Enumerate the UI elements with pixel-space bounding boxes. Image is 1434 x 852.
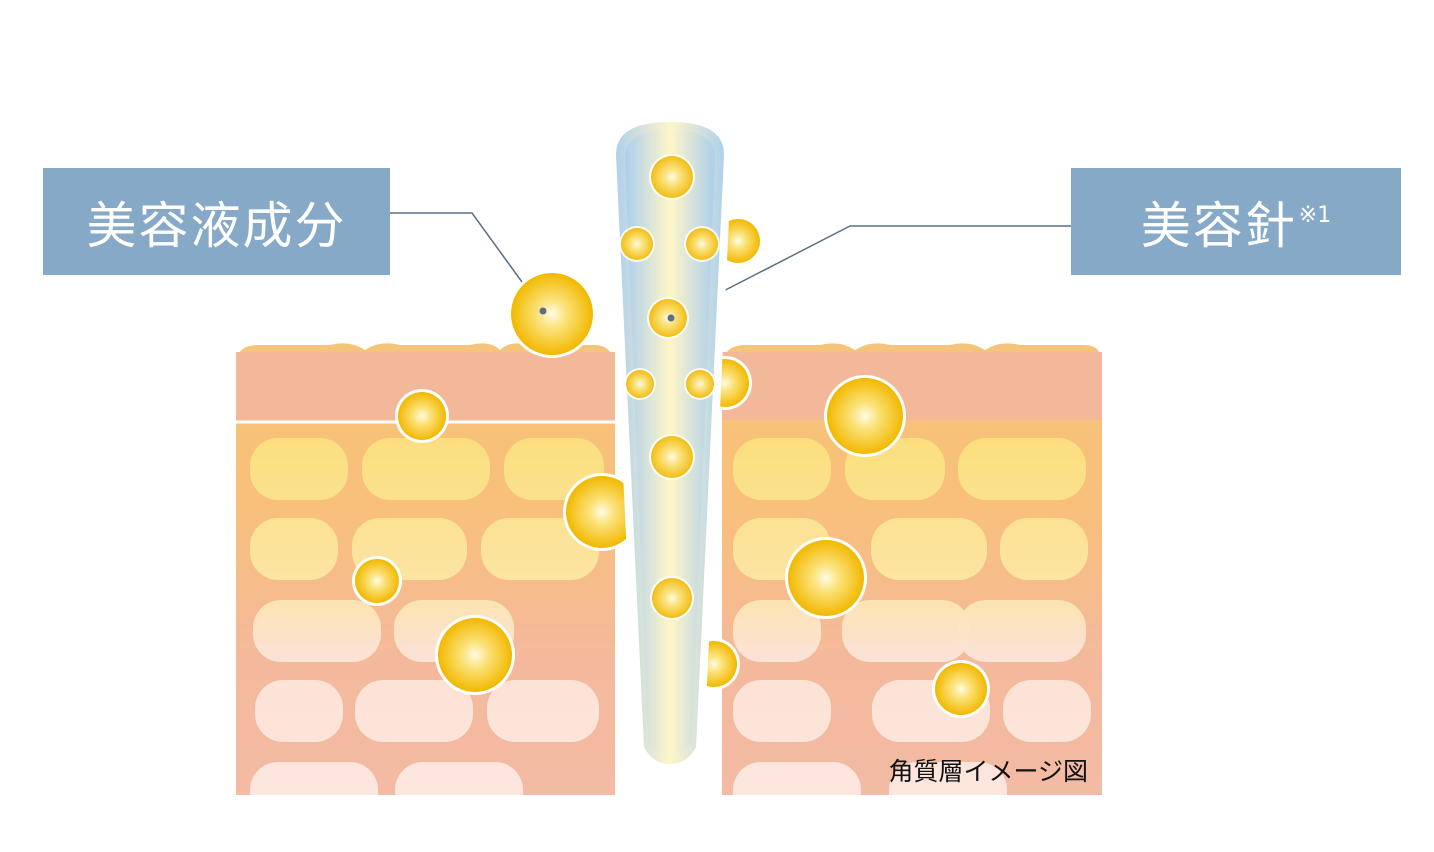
skin-cell — [1003, 680, 1091, 742]
skin-cell — [958, 438, 1086, 500]
skin-cell — [395, 762, 523, 824]
skin-cell — [250, 518, 338, 580]
serum-label-text: 美容液成分 — [87, 186, 347, 258]
skin-cell — [958, 600, 1086, 662]
skin-cell — [362, 438, 490, 500]
serum-leader-dot — [540, 308, 547, 315]
needle-label-text: 美容針 — [1141, 186, 1297, 258]
skin-cell — [255, 680, 343, 742]
serum-particle-icon — [788, 540, 864, 616]
needle-leader-dot — [668, 315, 675, 322]
serum-particle-icon — [652, 578, 692, 618]
serum-particle-icon — [935, 663, 987, 715]
needle-label: 美容針※1 — [1071, 168, 1401, 275]
serum-particle-icon — [686, 370, 714, 398]
skin-cell — [250, 438, 348, 500]
serum-particle-icon — [651, 156, 693, 198]
serum-particle-icon — [355, 559, 399, 603]
serum-particle-icon — [438, 618, 512, 692]
skin-cell — [253, 600, 381, 662]
skin-cell — [250, 762, 378, 824]
serum-particle-icon — [398, 392, 446, 440]
serum-particle-icon — [651, 436, 693, 478]
needle-note-mark: ※1 — [1299, 203, 1331, 228]
skin-cell — [733, 680, 831, 742]
serum-particle-icon — [621, 228, 653, 260]
skin-cell — [842, 600, 970, 662]
serum-particle-icon — [686, 228, 718, 260]
skin-cell — [871, 518, 987, 580]
serum-particle-icon — [511, 273, 593, 355]
diagram-caption: 角質層イメージ図 — [838, 752, 1088, 788]
serum-particle-icon — [626, 370, 654, 398]
skin-cell — [1000, 518, 1088, 580]
skin-cell — [487, 680, 599, 742]
serum-ingredient-label: 美容液成分 — [43, 168, 390, 275]
serum-particle-icon — [827, 378, 903, 454]
skin-cell — [733, 438, 831, 500]
